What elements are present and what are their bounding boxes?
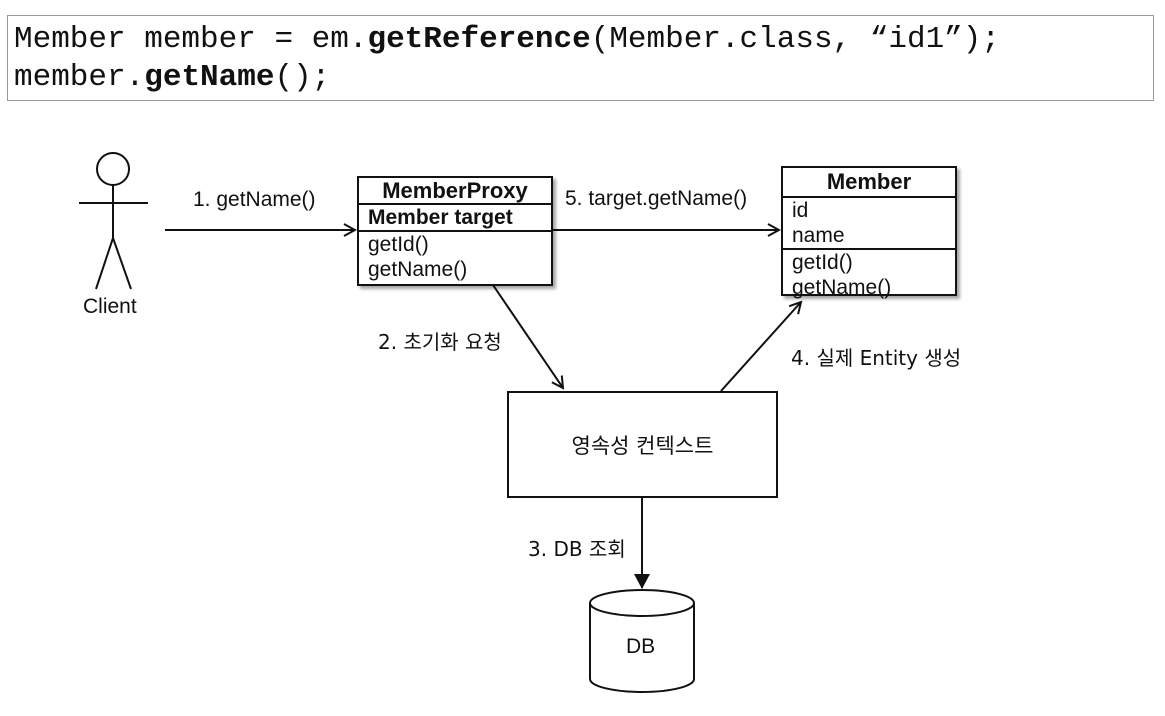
database-cylinder-icon <box>589 589 695 693</box>
memberproxy-method: getId() <box>368 233 429 256</box>
memberproxy-method: getName() <box>368 258 468 281</box>
member-field: id <box>792 199 809 222</box>
code-snippet-box: Member member = em.getReference(Member.c… <box>7 15 1154 101</box>
member-method: getId() <box>792 251 853 274</box>
memberproxy-methods-section: getId() getName() <box>359 232 551 282</box>
member-title: Member <box>826 169 912 194</box>
code-line-2: member.getName(); <box>14 59 330 97</box>
step4-label: 4. 실제 Entity 생성 <box>791 346 962 370</box>
arrow-step2 <box>492 284 563 388</box>
memberproxy-field-target: Member target <box>368 206 513 229</box>
member-class-box: Member id name getId() getName() <box>781 166 957 299</box>
code-line-1-post: (Member.class, “id1”); <box>590 22 1000 57</box>
code-line-1-method: getReference <box>367 22 591 57</box>
memberproxy-fields-section: Member target <box>359 205 551 232</box>
step2-label: 2. 초기화 요청 <box>378 330 502 354</box>
client-actor-icon <box>79 152 148 290</box>
memberproxy-title-section: MemberProxy <box>359 178 551 205</box>
member-methods-section: getId() getName() <box>783 250 955 300</box>
code-line-1: Member member = em.getReference(Member.c… <box>14 21 1000 59</box>
memberproxy-title: MemberProxy <box>382 178 528 203</box>
persistence-context-box: 영속성 컨텍스트 <box>507 391 778 498</box>
client-label: Client <box>83 295 137 318</box>
step1-label: 1. getName() <box>193 188 316 211</box>
member-fields-section: id name <box>783 198 955 250</box>
code-line-2-method: getName <box>144 60 275 95</box>
member-title-section: Member <box>783 168 955 198</box>
persistence-context-label: 영속성 컨텍스트 <box>571 433 714 458</box>
step5-label: 5. target.getName() <box>565 187 748 210</box>
db-label: DB <box>626 635 656 658</box>
code-line-1-pre: Member member = em. <box>14 22 368 57</box>
arrow-step4 <box>720 302 801 392</box>
code-line-2-pre: member. <box>14 60 145 95</box>
member-field: name <box>792 224 845 247</box>
code-line-2-post: (); <box>274 60 331 95</box>
member-method: getName() <box>792 276 892 299</box>
step3-label: 3. DB 조회 <box>528 537 626 561</box>
memberproxy-class-box: MemberProxy Member target getId() getNam… <box>357 176 553 286</box>
